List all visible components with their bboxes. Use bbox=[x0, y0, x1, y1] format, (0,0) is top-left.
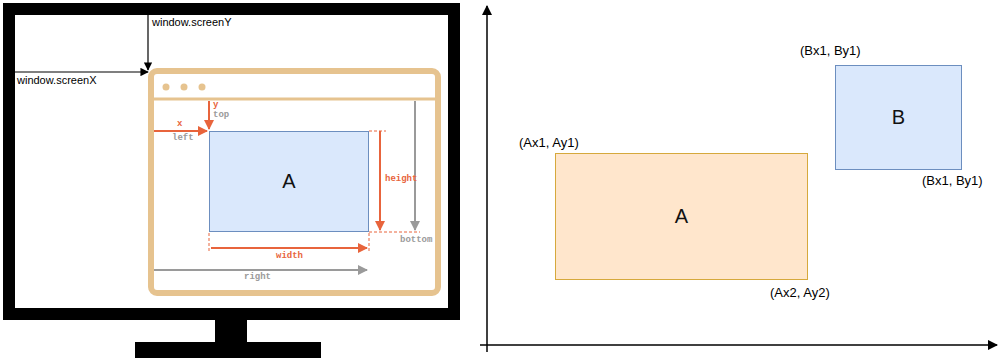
measure-label: left bbox=[172, 134, 194, 144]
coordinate-label: (Bx1, By1) bbox=[922, 174, 983, 188]
measure-label: x bbox=[177, 120, 182, 130]
element-box: A bbox=[209, 131, 369, 232]
property-label: window.screenY bbox=[152, 16, 232, 28]
box-label: A bbox=[675, 205, 688, 228]
measure-label: height bbox=[385, 175, 417, 185]
box-label: A bbox=[282, 170, 295, 193]
measure-label: bottom bbox=[400, 236, 432, 246]
box-label: B bbox=[892, 106, 905, 129]
rectangle-box: A bbox=[555, 153, 808, 280]
coordinate-label: (Bx1, By1) bbox=[800, 44, 861, 58]
coordinate-label: (Ax2, Ay2) bbox=[770, 286, 830, 300]
measure-label: top bbox=[213, 111, 229, 121]
coordinate-label: (Ax1, Ay1) bbox=[519, 136, 579, 150]
measure-label: right bbox=[244, 273, 271, 283]
property-label: window.screenX bbox=[17, 74, 97, 86]
measure-label: width bbox=[276, 252, 303, 262]
rectangle-box: B bbox=[835, 65, 962, 170]
measure-label: y bbox=[213, 101, 218, 111]
